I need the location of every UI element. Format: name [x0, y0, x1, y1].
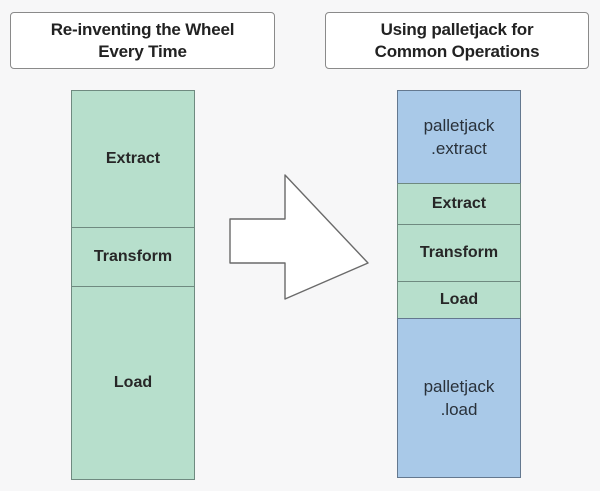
- transition-arrow: [228, 172, 370, 302]
- left-block-transform: Transform: [71, 227, 195, 287]
- right-title-line1: Using palletjack for: [380, 19, 534, 39]
- right-title-text: Using palletjack for Common Operations: [375, 19, 540, 63]
- left-block-extract: Extract: [71, 90, 195, 228]
- left-stack: Extract Transform Load: [71, 90, 195, 480]
- right-block-extract: Extract: [397, 183, 521, 225]
- left-block-load: Load: [71, 286, 195, 480]
- left-title-card: Re-inventing the Wheel Every Time: [10, 12, 275, 69]
- right-block-palletjack-load: palletjack .load: [397, 318, 521, 478]
- right-title-line2: Common Operations: [374, 41, 540, 61]
- right-stack: palletjack .extract Extract Transform Lo…: [397, 90, 521, 478]
- right-title-card: Using palletjack for Common Operations: [325, 12, 589, 69]
- right-block-transform: Transform: [397, 224, 521, 282]
- right-block-load: Load: [397, 281, 521, 319]
- left-title-text: Re-inventing the Wheel Every Time: [51, 19, 235, 63]
- right-block-palletjack-extract: palletjack .extract: [397, 90, 521, 184]
- left-title-line1: Re-inventing the Wheel: [50, 19, 235, 39]
- left-title-line2: Every Time: [98, 41, 187, 61]
